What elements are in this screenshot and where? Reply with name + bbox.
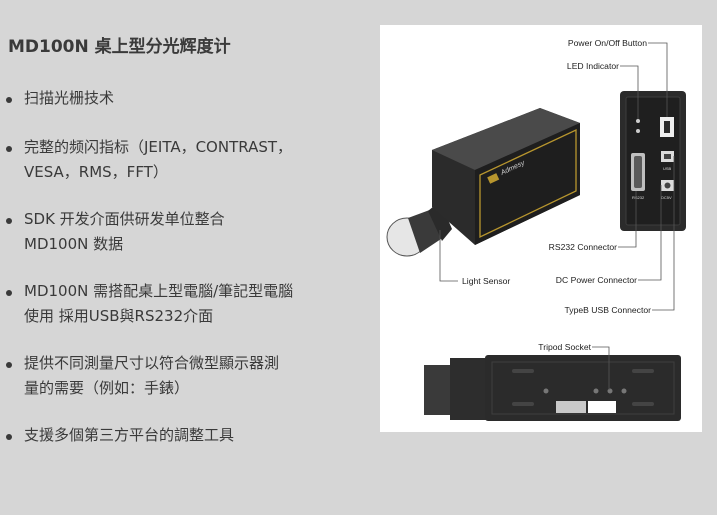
rs232-port-label: RS232 (632, 195, 645, 200)
screw-icon (543, 388, 549, 394)
device-rear-view: RS232 USB DC5V (620, 91, 686, 231)
feature-item: 完整的频闪指标（JEITA，CONTRAST， VESA，RMS，FFT） (0, 135, 360, 185)
device-top (432, 108, 580, 170)
feature-text: MD100N 需搭配桌上型電腦/筆記型電腦 (24, 282, 294, 300)
feature-text: 完整的频闪指标（JEITA，CONTRAST， (24, 138, 293, 156)
usb-port-label: USB (663, 166, 672, 171)
dc-socket (664, 182, 671, 189)
screw-icon (621, 388, 627, 394)
feature-text: SDK 开发介面供研发单位整合 (24, 210, 225, 228)
serial-label (588, 401, 616, 413)
dc-port-label: DC5V (661, 195, 672, 200)
power-switch (664, 121, 670, 133)
lens-ring (428, 201, 452, 241)
brand-logo-icon (487, 173, 500, 184)
feature-item: SDK 开发介面供研发单位整合 MD100N 数据 (0, 207, 360, 257)
usb-socket (664, 154, 671, 159)
feature-text: VESA，RMS，FFT） (24, 163, 168, 181)
feature-text: 支援多個第三方平台的調整工具 (24, 426, 235, 444)
feature-text: 提供不同測量尺寸以符合微型顯示器測 (24, 354, 280, 372)
screw-icon (607, 388, 613, 394)
rs232-pins (634, 156, 642, 188)
led-indicator-icon (636, 129, 640, 133)
feature-text: 量的需要（例如：手錶） (24, 379, 190, 397)
callout-lines (439, 42, 675, 390)
feature-text: MD100N 数据 (24, 235, 124, 253)
feature-item: MD100N 需搭配桌上型電腦/筆記型電腦使用 採用USB與RS232介面 (0, 279, 360, 329)
feature-item: 提供不同測量尺寸以符合微型顯示器測量的需要（例如：手錶） (0, 351, 360, 401)
device-diagram-svg: Admesy RS232 USB DC5V (386, 38, 686, 421)
feature-text: 扫描光栅技术 (24, 89, 115, 107)
feature-item: 扫描光栅技术 (0, 86, 360, 111)
callout-rs232 (618, 191, 637, 248)
feature-item: 支援多個第三方平台的調整工具 (0, 423, 360, 448)
page-title: MD100N 桌上型分光辉度计 (8, 37, 231, 57)
bottom-foot (512, 402, 534, 406)
bottom-foot (512, 369, 534, 373)
dc-power-connector-label: DC Power Connector (556, 275, 637, 285)
led-indicator-icon (636, 119, 640, 123)
device-accent-border (479, 128, 577, 239)
callout-dc (638, 185, 662, 281)
callout-sensor (439, 230, 458, 282)
bottom-body (485, 355, 681, 421)
callout-power (648, 42, 668, 117)
bottom-foot (632, 402, 654, 406)
bottom-frame (491, 361, 675, 415)
tripod-socket-label: Tripod Socket (538, 342, 591, 352)
device-3d-view: Admesy (386, 108, 580, 257)
rating-label (556, 401, 586, 413)
feature-text: 使用 採用USB與RS232介面 (24, 307, 214, 325)
power-button-label: Power On/Off Button (568, 38, 647, 48)
bottom-lens (424, 365, 452, 415)
callout-usb (652, 156, 675, 311)
bottom-lens-ring (450, 358, 486, 420)
feature-list: 扫描光栅技术 完整的频闪指标（JEITA，CONTRAST， VESA，RMS，F… (0, 84, 360, 448)
callout-tripod (592, 346, 610, 390)
product-diagram: Admesy RS232 USB DC5V (380, 25, 702, 432)
rs232-connector-label: RS232 Connector (549, 242, 617, 252)
bottom-foot (632, 369, 654, 373)
device-front (475, 123, 580, 245)
tripod-socket-icon (593, 388, 599, 394)
light-sensor-label: Light Sensor (462, 276, 510, 286)
usb-connector-label: TypeB USB Connector (565, 305, 652, 315)
device-bottom-view (424, 355, 681, 421)
callout-led (620, 65, 639, 119)
led-indicator-label: LED Indicator (567, 61, 619, 71)
